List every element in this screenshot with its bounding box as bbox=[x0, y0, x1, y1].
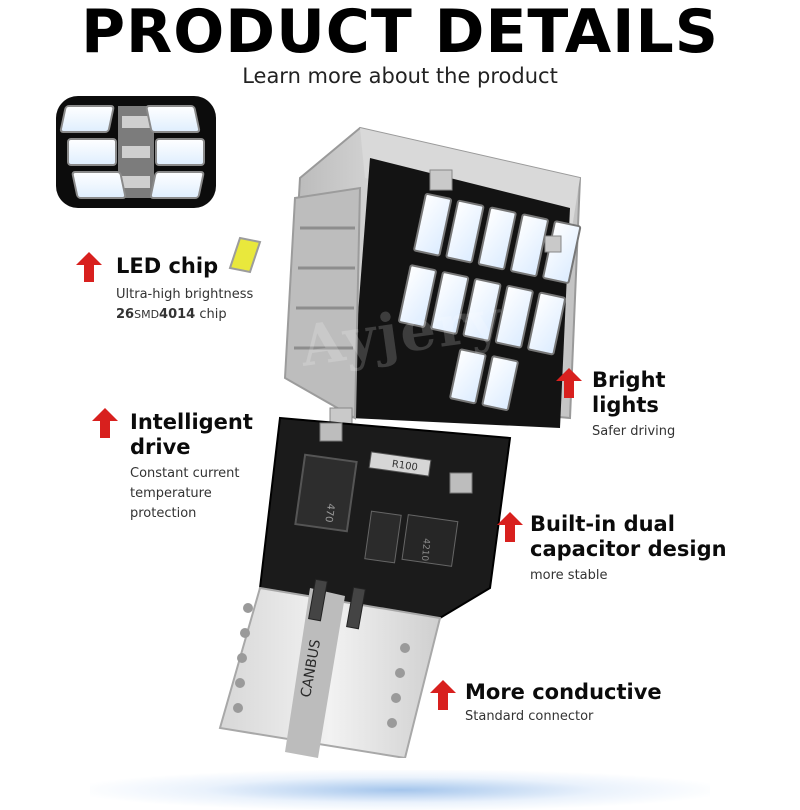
feature-intelligent-desc-2: temperature bbox=[130, 486, 212, 501]
feature-bright-desc: Safer driving bbox=[592, 424, 676, 439]
feature-capacitor-title-2: capacitor design bbox=[530, 537, 727, 561]
red-up-arrow-icon bbox=[556, 368, 582, 398]
feature-dual-capacitor: Built-in dual capacitor design more stab… bbox=[530, 512, 770, 586]
resistor-label: R100 bbox=[391, 459, 418, 474]
feature-bright-title-2: lights bbox=[592, 393, 659, 417]
feature-conductive-desc: Standard connector bbox=[465, 709, 594, 724]
chip-smd: SMD bbox=[134, 308, 160, 321]
feature-conductive-title: More conductive bbox=[465, 680, 662, 704]
feature-more-conductive: More conductive Standard connector bbox=[465, 680, 685, 727]
feature-bright-lights: Bright lights Safer driving bbox=[592, 368, 772, 442]
feature-intelligent-desc-3: protection bbox=[130, 506, 197, 521]
page-title: PRODUCT DETAILS bbox=[81, 0, 719, 67]
bottom-glow bbox=[90, 770, 710, 810]
feature-led-chip-title: LED chip bbox=[116, 254, 219, 278]
feature-intelligent-title-2: drive bbox=[130, 435, 191, 459]
feature-intelligent-drive: Intelligent drive Constant current tempe… bbox=[130, 410, 280, 524]
page-subtitle: Learn more about the product bbox=[242, 64, 558, 88]
chip-count: 26 bbox=[116, 307, 135, 322]
feature-intelligent-title-1: Intelligent bbox=[130, 410, 253, 434]
red-up-arrow-icon bbox=[430, 680, 456, 710]
red-up-arrow-icon bbox=[92, 408, 118, 438]
yellow-chip-icon bbox=[228, 236, 262, 274]
feature-led-chip: LED chip Ultra-high brightness 26SMD4014… bbox=[116, 254, 276, 325]
feature-capacitor-desc: more stable bbox=[530, 568, 608, 583]
feature-bright-title-1: Bright bbox=[592, 368, 666, 392]
red-up-arrow-icon bbox=[497, 512, 523, 542]
feature-capacitor-title-1: Built-in dual bbox=[530, 512, 675, 536]
feature-intelligent-desc-1: Constant current bbox=[130, 466, 240, 481]
led-array-inset bbox=[56, 96, 216, 208]
component-label-470: 470 bbox=[322, 503, 336, 523]
led-bulb-image: 470 R100 4210 CANBUS bbox=[218, 126, 582, 758]
feature-led-chip-line2: 26SMD4014 chip bbox=[116, 305, 276, 325]
feature-led-chip-line1: Ultra-high brightness bbox=[116, 287, 254, 302]
component-label-4210: 4210 bbox=[419, 538, 431, 562]
red-up-arrow-icon bbox=[76, 252, 102, 282]
chip-suffix: chip bbox=[195, 307, 227, 322]
chip-model: 4014 bbox=[159, 307, 196, 322]
